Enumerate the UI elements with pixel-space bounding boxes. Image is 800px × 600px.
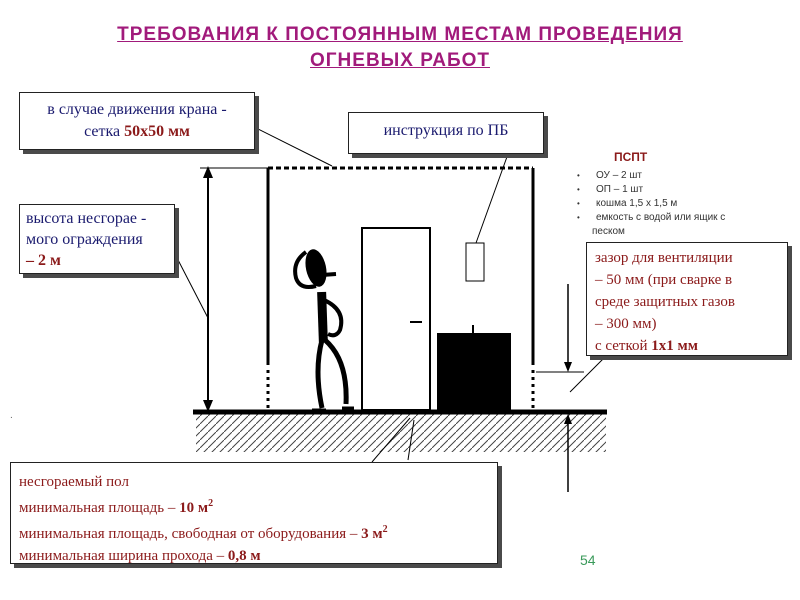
pspt-item-2: ОП – 1 шт <box>596 184 644 195</box>
gap-note-line-4: – 300 мм) <box>595 316 657 332</box>
ground-hatch <box>196 414 606 452</box>
worker-figure <box>293 249 354 412</box>
welding-machine <box>437 333 511 411</box>
gap-mesh-size: 1х1 мм <box>651 338 698 354</box>
instruction-label: инструкция по ПБ <box>383 122 509 139</box>
gap-note-line-5: с сеткой 1х1 мм <box>595 338 698 354</box>
floor-note-line-1: несгораемый пол <box>19 474 129 490</box>
pspt-heading: ПСПТ <box>614 150 648 164</box>
crane-note-line-2: сетка 50х50 мм <box>84 123 190 140</box>
gap-note-box: зазор для вентиляции – 50 мм (при сварке… <box>586 242 788 356</box>
title-line-2: ОГНЕВЫХ РАБОТ <box>310 50 490 71</box>
floor-note-line-2: минимальная площадь – 10 м2 <box>19 498 214 516</box>
pspt-item-1: ОУ – 2 шт <box>596 170 642 181</box>
gap-note-line-3: среде защитных газов <box>595 294 735 310</box>
gap-callout-line <box>569 351 611 393</box>
instruction-sign <box>465 242 485 282</box>
instruction-callout-line <box>475 153 509 244</box>
mesh-size: 50х50 мм <box>124 123 190 140</box>
floor-note-line-3: минимальная площадь, свободная от оборуд… <box>19 524 388 542</box>
door <box>361 227 431 411</box>
gap-note-line-1: зазор для вентиляции <box>595 250 733 266</box>
pspt-item-4: емкость с водой или ящик с <box>596 212 726 223</box>
height-note-line-1: высота несгорае - <box>26 210 147 227</box>
height-note-line-2: мого ограждения <box>26 231 143 248</box>
page-number: 54 <box>580 552 596 568</box>
crane-note-box: в случае движения крана - сетка 50х50 мм <box>19 92 255 150</box>
title-line-1: ТРЕБОВАНИЯ К ПОСТОЯННЫМ МЕСТАМ ПРОВЕДЕНИ… <box>117 24 683 45</box>
floor-note-box: несгораемый пол минимальная площадь – 10… <box>10 462 498 564</box>
floor-note-line-4: минимальная ширина прохода – 0,8 м <box>19 548 261 564</box>
height-note-line-3: – 2 м <box>26 252 61 269</box>
svg-text:.: . <box>10 410 13 421</box>
instruction-box: инструкция по ПБ <box>348 112 544 154</box>
crane-note-line-1: в случае движения крана - <box>47 101 227 118</box>
pspt-item-3: кошма 1,5 х 1,5 м <box>596 198 678 209</box>
floor-callout-line <box>371 417 411 463</box>
crane-callout-line <box>247 123 333 167</box>
height-callout-line <box>175 255 209 319</box>
pspt-item-5: песком <box>592 226 625 237</box>
height-note-box: высота несгорае - мого ограждения – 2 м <box>19 204 175 274</box>
gap-note-line-2: – 50 мм (при сварке в <box>595 272 733 288</box>
floor-callout-line-2 <box>407 419 415 461</box>
